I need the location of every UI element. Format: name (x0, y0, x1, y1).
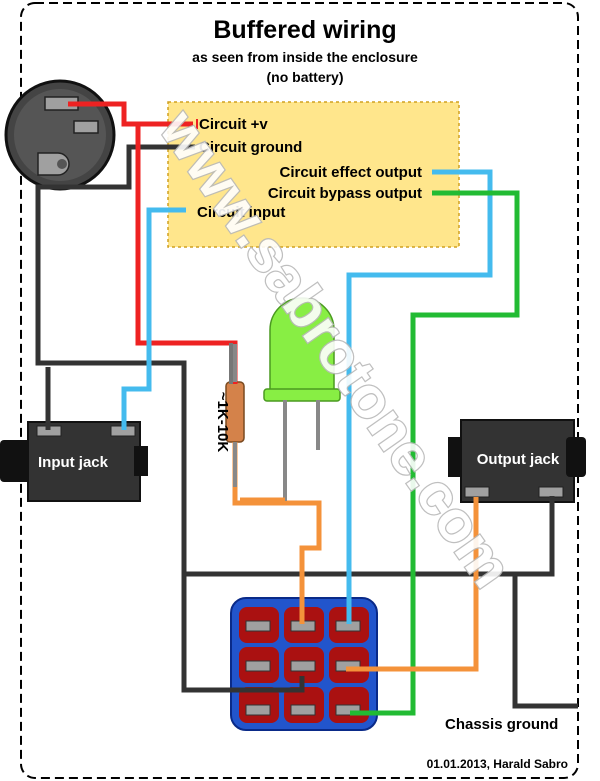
subtitle-2: (no battery) (267, 69, 344, 85)
input-jack-label: Input jack (38, 454, 109, 471)
blue-wire-effect (346, 169, 493, 624)
red-wire-dc (68, 101, 193, 127)
label-circuit-effect-output: Circuit effect output (280, 164, 423, 181)
black-wire-dc-ground (35, 144, 305, 693)
black-wire-chassis-ground (512, 574, 578, 709)
label-chassis-ground: Chassis ground (445, 716, 558, 733)
orange-wire-led (232, 442, 322, 624)
label-circuit-ground: Circuit ground (199, 139, 302, 156)
green-wire-bypass (350, 190, 520, 716)
label-resistor: ~1K-10K (214, 392, 231, 453)
circuit-board (167, 101, 460, 248)
label-circuit-input: Circuit input (197, 204, 285, 221)
black-wire-chassis (184, 496, 555, 577)
title: Buffered wiring (213, 16, 396, 44)
dc-power-jack (4, 79, 116, 191)
input-jack: Input jack (0, 421, 148, 502)
subtitle-1: as seen from inside the enclosure (192, 49, 418, 65)
footswitch-3pdt (230, 597, 378, 731)
label-circuit-vplus: Circuit +v (199, 116, 268, 133)
orange-wire-output (346, 497, 479, 672)
blue-wire-input (121, 207, 186, 430)
component-leads (229, 343, 320, 503)
label-circuit-bypass-output: Circuit bypass output (268, 185, 422, 202)
output-jack-label: Output jack (477, 451, 560, 468)
led (263, 297, 341, 402)
footer-credit: 01.01.2013, Harald Sabro (427, 757, 568, 771)
output-jack: Output jack (448, 419, 586, 503)
enclosure-outline (20, 2, 579, 779)
